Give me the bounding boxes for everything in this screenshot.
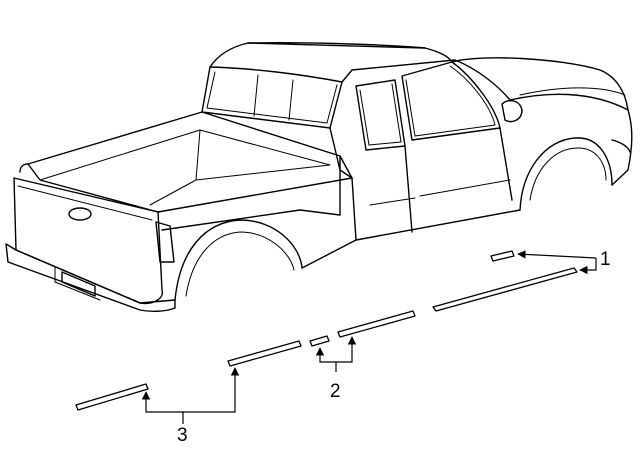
molding-front-small [490,250,515,262]
callout-2-label: 2 [330,381,341,402]
leader-lines [141,250,597,424]
callout-3-label: 3 [177,425,188,446]
truck-illustration [5,42,633,313]
molding-rear-door-small [309,335,330,347]
molding-rear-door [337,310,416,338]
molding-front-long [432,267,578,312]
molding-parts [75,250,578,411]
molding-bed-side [227,340,302,367]
molding-bed-rear [75,383,149,411]
callout-1-label: 1 [600,249,611,270]
